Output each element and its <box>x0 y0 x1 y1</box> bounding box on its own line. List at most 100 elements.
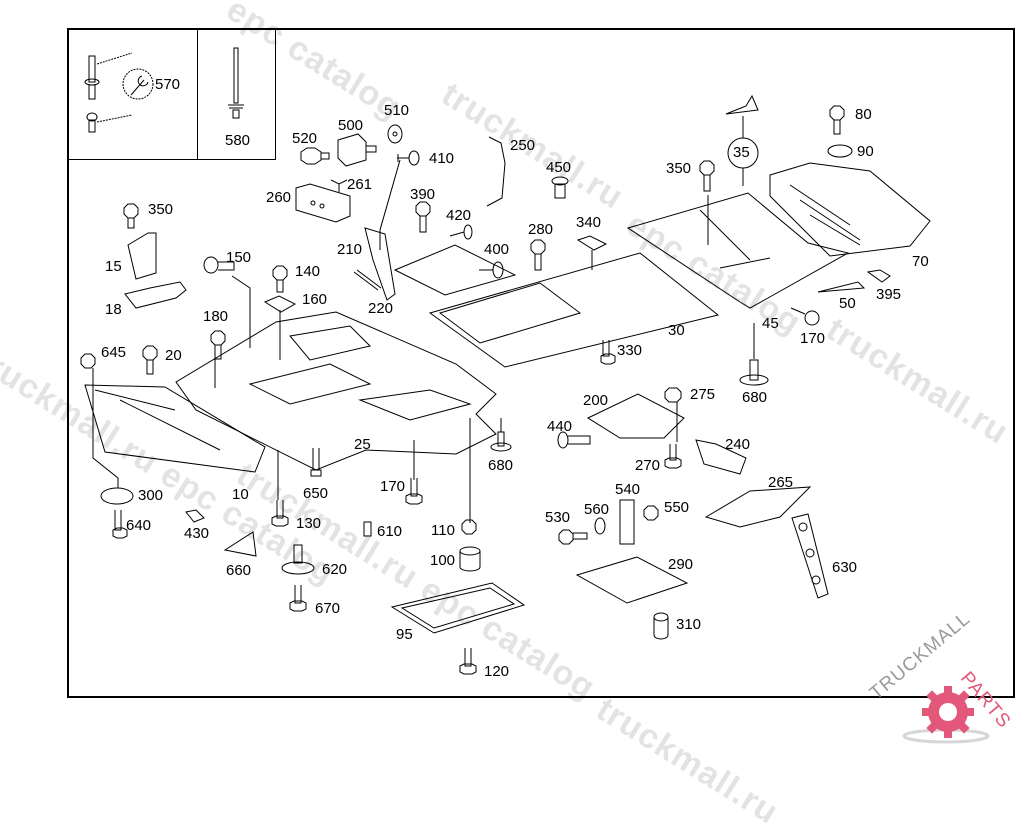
stud-bolt-icon <box>84 52 133 133</box>
clip-430-icon <box>185 509 205 523</box>
cover-210-icon <box>364 227 517 301</box>
part-label: 110 <box>431 522 455 539</box>
part-label: 265 <box>768 474 794 491</box>
bolt-icon <box>300 147 330 165</box>
part-label: 680 <box>488 457 514 474</box>
part-label: 310 <box>676 616 702 633</box>
part-label: 220 <box>368 300 394 317</box>
part-label: 240 <box>725 436 751 453</box>
clip-icon <box>330 179 348 192</box>
bracket-660-icon <box>223 531 257 557</box>
washer-icon <box>594 517 606 535</box>
tray-95-icon <box>390 582 526 634</box>
part-label: 680 <box>742 389 768 406</box>
part-label: 390 <box>410 186 436 203</box>
gear-logo-icon <box>902 686 990 744</box>
part-label: 645 <box>101 344 127 361</box>
part-label: 540 <box>615 481 641 498</box>
nut-icon <box>643 505 659 521</box>
part-label: 45 <box>762 315 779 332</box>
nut-icon <box>80 353 96 369</box>
part-label: 520 <box>292 130 318 147</box>
leader-lines <box>92 159 709 523</box>
part-label: 670 <box>315 600 341 617</box>
underbody-panel-30 <box>428 252 720 368</box>
part-label: 140 <box>295 263 321 280</box>
part-label: 440 <box>547 418 573 435</box>
bracket-block-icon <box>295 183 351 223</box>
spacer-icon <box>337 133 377 167</box>
part-label: 25 <box>354 436 371 453</box>
part-label: 275 <box>690 386 716 403</box>
part-label: 260 <box>266 189 292 206</box>
diagram-frame <box>67 28 1015 698</box>
part-label: 180 <box>203 308 229 325</box>
bolt-icon <box>557 431 591 449</box>
bolt-icon <box>112 510 128 539</box>
bracket-630-icon <box>791 513 829 599</box>
part-label: 18 <box>105 301 122 318</box>
bolt-icon <box>664 444 682 469</box>
bracket-35-icon <box>725 94 759 186</box>
bolt-icon <box>397 150 420 166</box>
part-label: 640 <box>126 517 152 534</box>
guide-15-icon <box>127 232 157 280</box>
part-label: 430 <box>184 525 210 542</box>
part-label: 530 <box>545 509 571 526</box>
part-label: 420 <box>446 207 472 224</box>
part-label: 15 <box>105 258 122 275</box>
part-label: 620 <box>322 561 348 578</box>
part-label: 290 <box>668 556 694 573</box>
guide-18-icon <box>124 281 187 309</box>
part-label: 630 <box>832 559 858 576</box>
part-label: 250 <box>510 137 536 154</box>
part-label: 510 <box>384 102 410 119</box>
part-label: 120 <box>484 663 510 680</box>
bolt-icon <box>203 256 235 274</box>
washer-icon <box>827 144 853 158</box>
bolt-icon <box>123 203 139 229</box>
bolt-icon <box>459 648 477 675</box>
part-label: 450 <box>546 159 572 176</box>
bolt-icon <box>142 345 158 375</box>
wrench-icon <box>122 68 154 100</box>
bolt-icon <box>790 307 820 326</box>
part-label: 160 <box>302 291 328 308</box>
inset-box <box>67 28 276 160</box>
part-label: 400 <box>484 241 510 258</box>
part-label: 280 <box>528 221 554 238</box>
callout-circle-label: 35 <box>733 144 750 161</box>
part-label: 10 <box>232 486 249 503</box>
bolt-icon <box>415 201 431 233</box>
bracket-540-icon <box>619 499 635 545</box>
part-label: 30 <box>668 322 685 339</box>
bolt-icon <box>558 529 588 545</box>
bolt-icon <box>699 160 715 192</box>
bolt-icon <box>829 105 845 135</box>
bracket-240-icon <box>695 439 747 475</box>
part-label: 261 <box>347 176 373 193</box>
nut-icon <box>664 387 682 403</box>
pad-290-icon <box>575 556 689 604</box>
inset-divider <box>197 28 198 159</box>
nut-icon <box>461 519 477 535</box>
nut-160-icon <box>263 295 297 313</box>
splash-shield-10 <box>84 384 266 473</box>
rivet-icon <box>228 47 244 119</box>
part-label: 550 <box>664 499 690 516</box>
underbody-panel-25 <box>175 311 497 471</box>
part-label: 660 <box>226 562 252 579</box>
bolt-icon <box>272 265 288 293</box>
bolt-icon <box>210 330 226 360</box>
part-label: 50 <box>839 295 856 312</box>
plate-265-icon <box>704 486 812 528</box>
plug-icon <box>551 176 569 199</box>
part-label: 70 <box>912 253 929 270</box>
part-label: 350 <box>148 201 174 218</box>
part-label: 150 <box>226 249 252 266</box>
part-label: 560 <box>584 501 610 518</box>
part-label: 200 <box>583 392 609 409</box>
part-label: 410 <box>429 150 455 167</box>
part-label: 90 <box>857 143 874 160</box>
bolt-icon <box>405 478 423 505</box>
